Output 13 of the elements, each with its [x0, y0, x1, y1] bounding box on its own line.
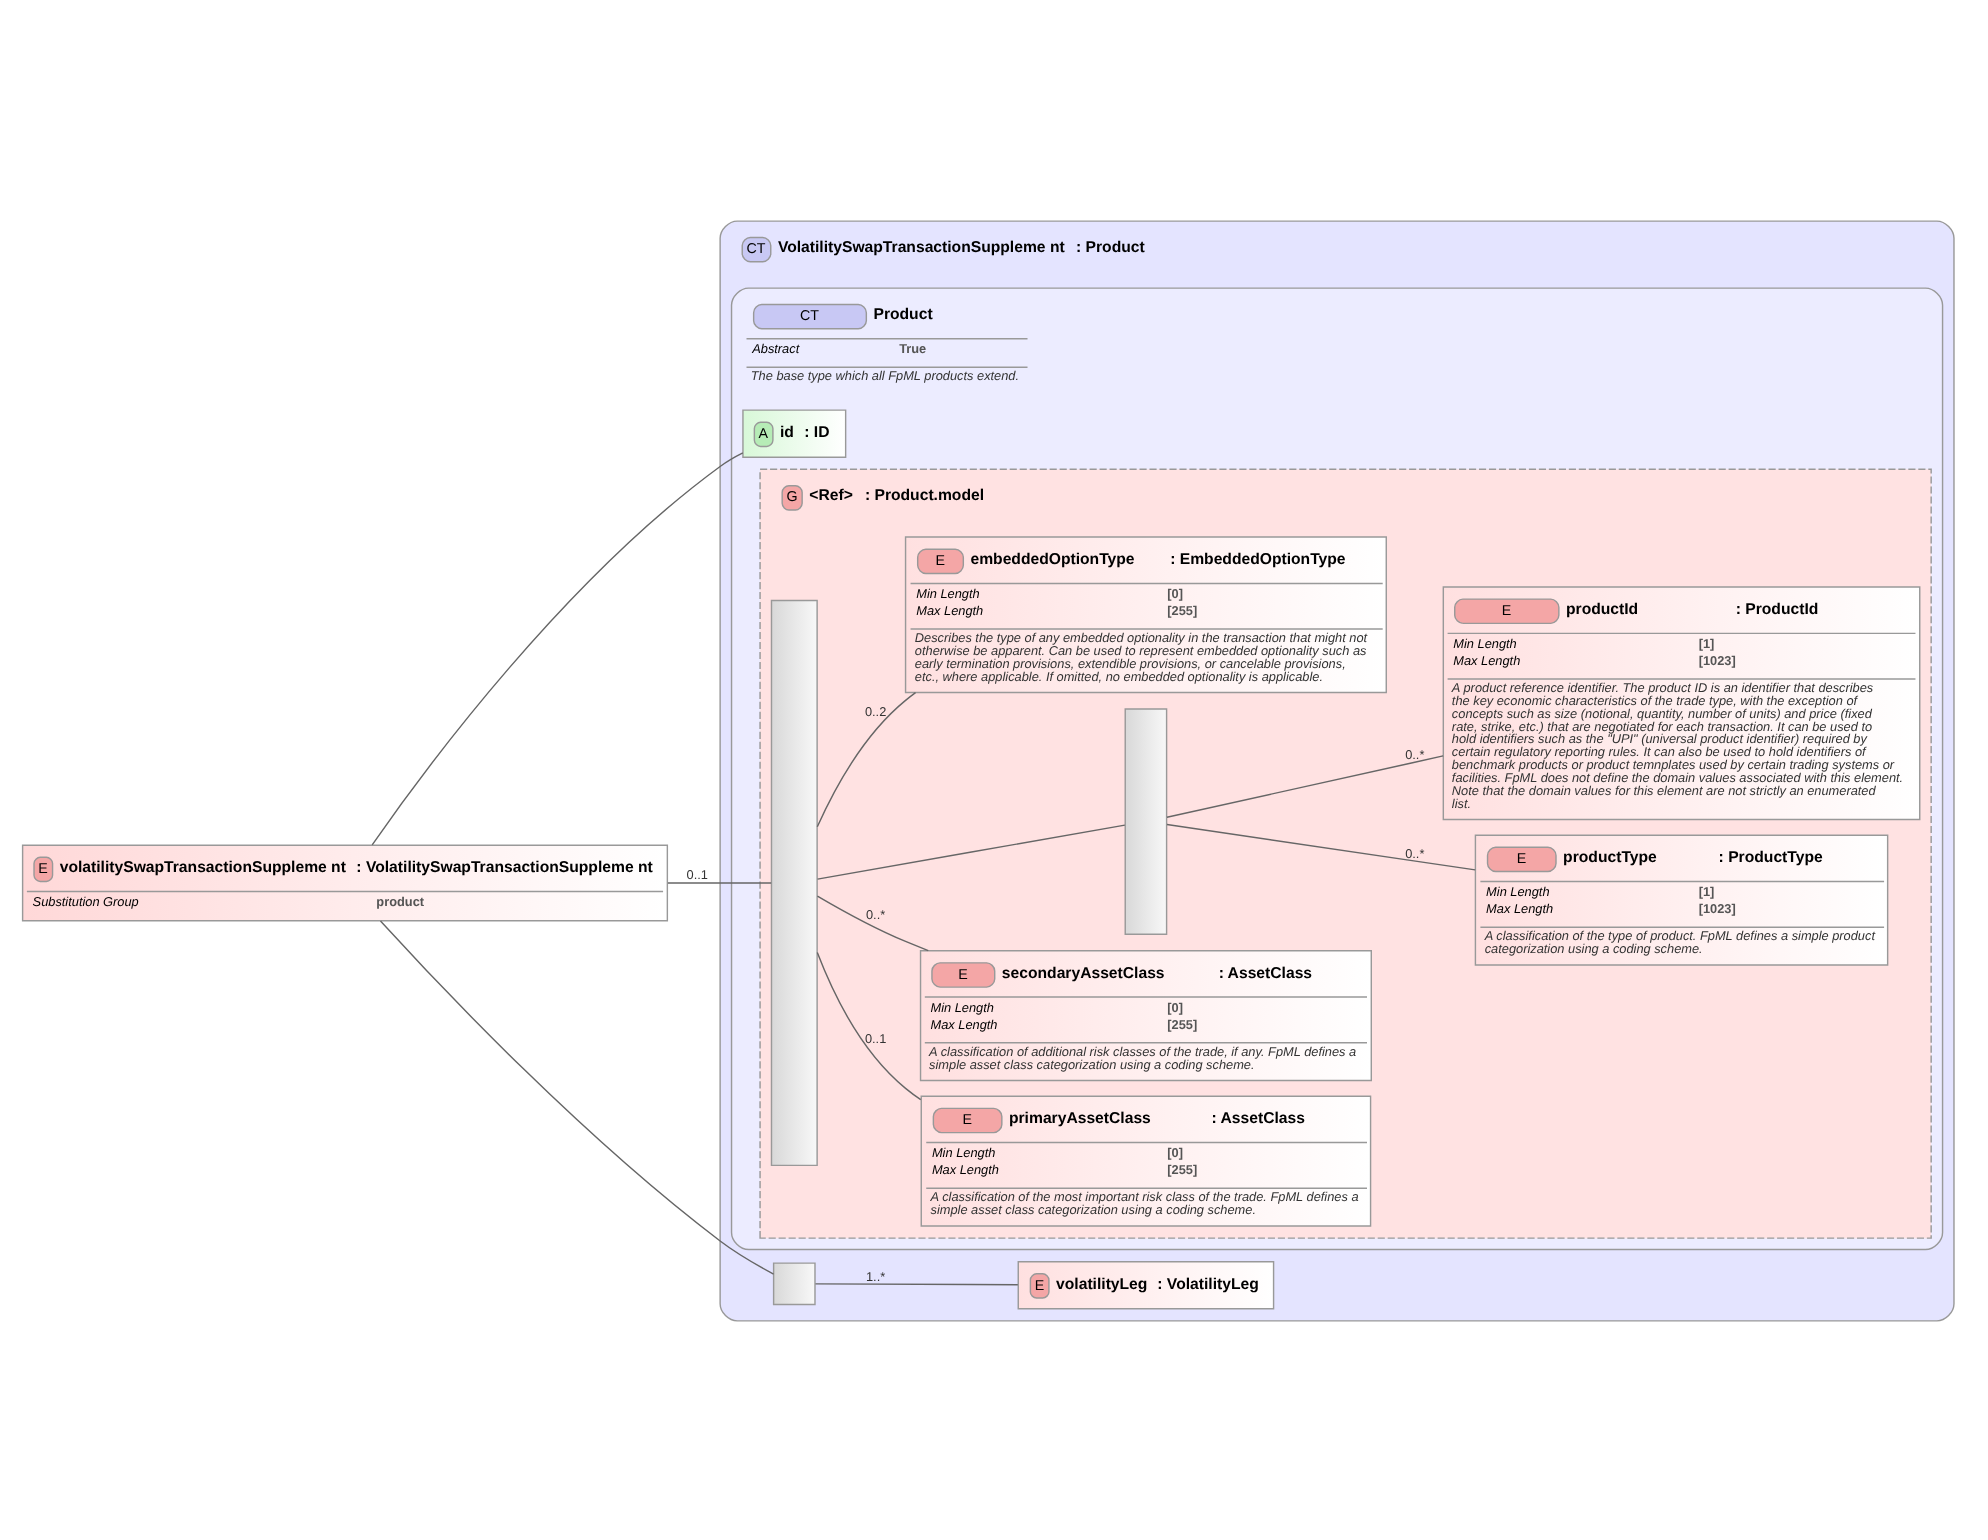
connector	[816, 823, 1126, 879]
connector	[816, 950, 922, 1100]
connector	[816, 690, 917, 827]
connector	[371, 451, 744, 845]
connector	[667, 881, 772, 883]
connector	[1166, 822, 1476, 870]
node-box	[1124, 707, 1168, 935]
connector	[814, 1282, 1019, 1285]
node-box	[772, 1261, 816, 1305]
connector	[379, 919, 775, 1274]
connector	[816, 894, 929, 951]
connector	[1166, 754, 1444, 817]
node-box	[770, 598, 818, 1166]
